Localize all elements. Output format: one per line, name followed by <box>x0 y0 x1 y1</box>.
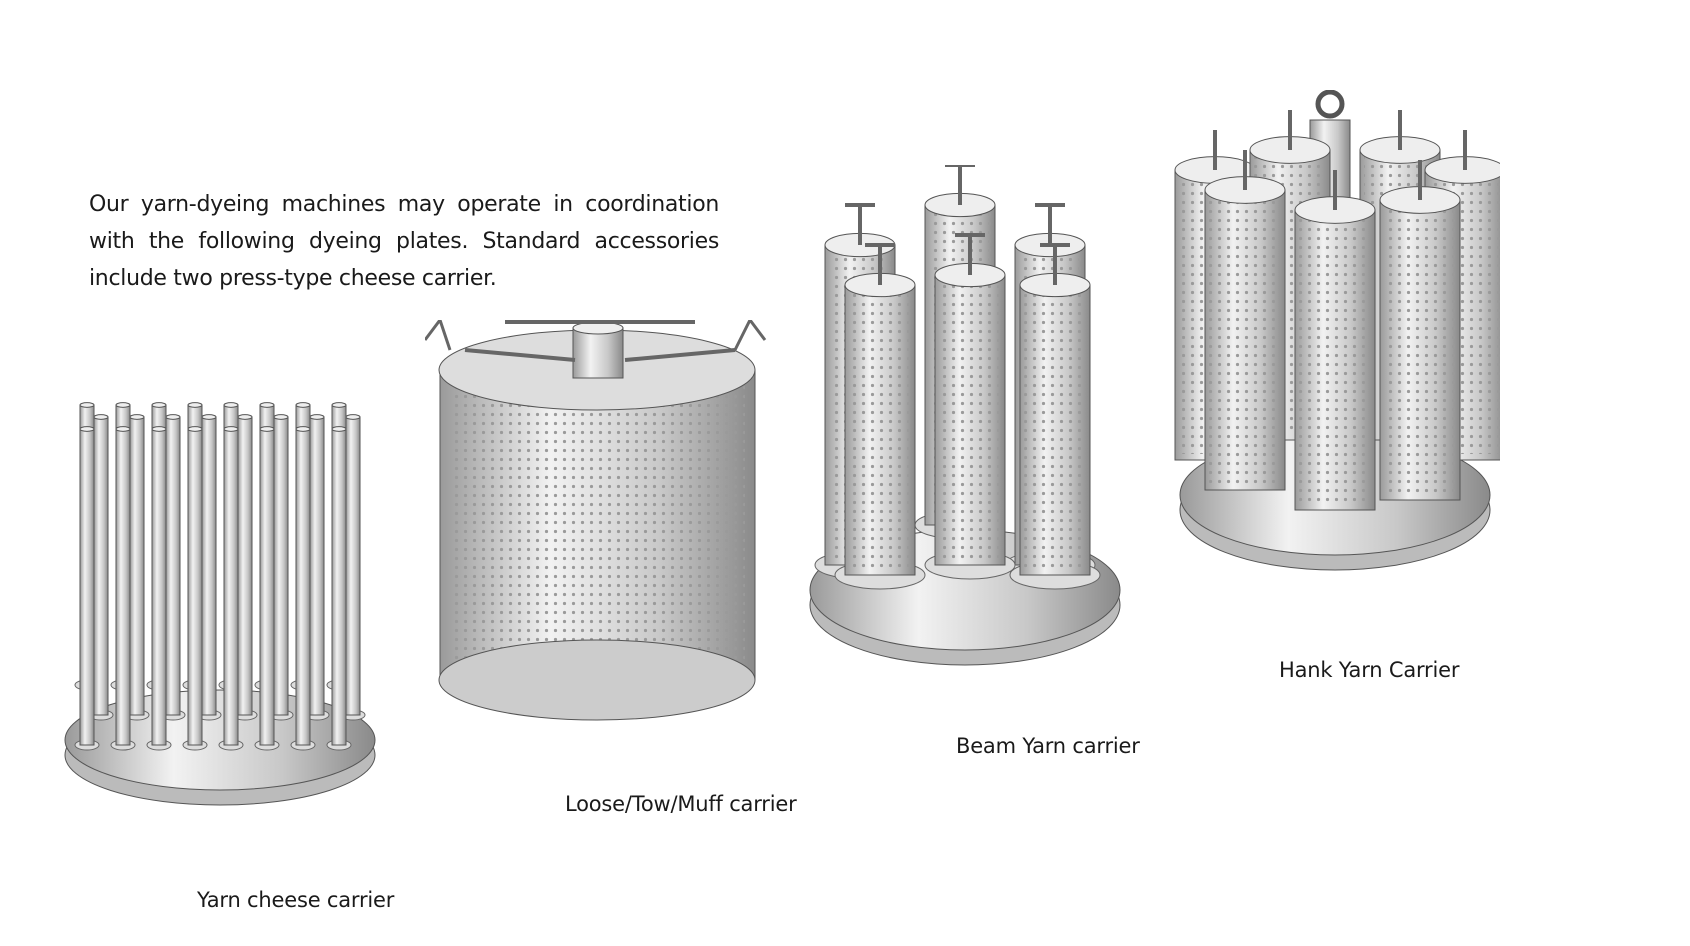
beam-yarn-carrier-illustration <box>809 165 1121 666</box>
loose-tow-muff-carrier-illustration <box>425 320 767 721</box>
yarn-cheese-carrier-illustration <box>64 402 376 806</box>
hank-yarn-carrier-label: Hank Yarn Carrier <box>1279 658 1460 682</box>
intro-paragraph: Our yarn-dyeing machines may operate in … <box>89 192 719 291</box>
beam-yarn-carrier-label: Beam Yarn carrier <box>956 734 1140 758</box>
yarn-cheese-carrier-label: Yarn cheese carrier <box>197 888 395 912</box>
loose-tow-muff-carrier-label: Loose/Tow/Muff carrier <box>565 792 797 816</box>
hank-yarn-carrier-illustration <box>1174 90 1500 571</box>
